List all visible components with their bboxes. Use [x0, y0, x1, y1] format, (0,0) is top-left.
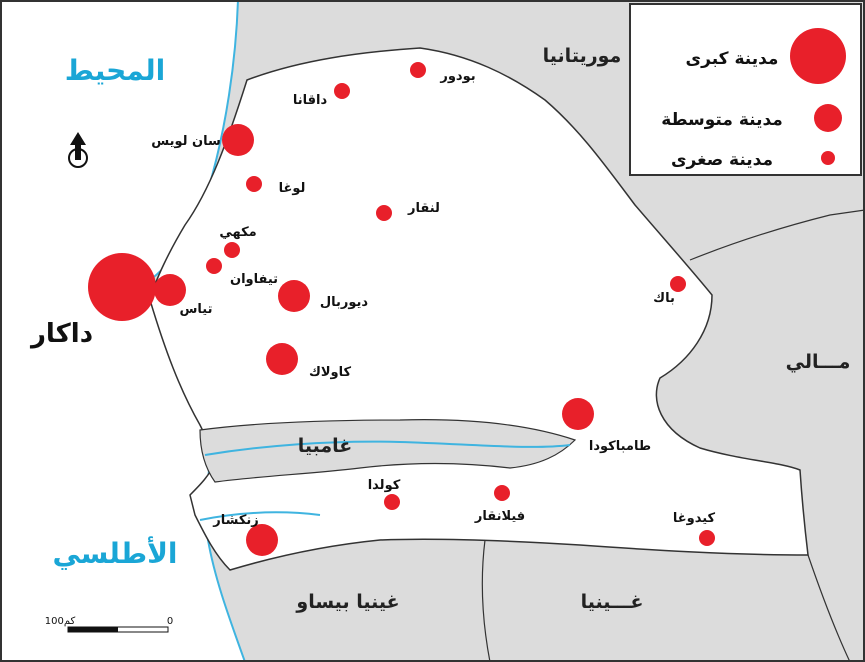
scale-bar: 100كم 0 [45, 616, 173, 633]
city-label-saint-louis: سان لويس [151, 134, 221, 149]
capital-label: داكار [29, 319, 93, 349]
country-label-guinea-bissau: غينيا بيساو [295, 591, 399, 613]
city-label-tivaouane: تيفاوان [230, 272, 278, 287]
city-dot-linguere[interactable] [376, 205, 392, 221]
legend-label-small: مدينة صغرى [671, 150, 773, 170]
city-dot-saint-louis[interactable] [222, 124, 254, 156]
city-dot-kaolack[interactable] [266, 343, 298, 375]
city-dot-mekhe[interactable] [224, 242, 240, 258]
city-label-louga: لوغا [279, 181, 306, 196]
ocean-label-1: المحيط [65, 54, 165, 87]
city-dot-dagana[interactable] [334, 83, 350, 99]
city-label-linguere: لنقار [407, 201, 440, 216]
city-label-mekhe: مكهي [219, 225, 256, 240]
city-dot-diourbel[interactable] [278, 280, 310, 312]
city-dot-ziguinchor[interactable] [246, 524, 278, 556]
city-label-diourbel: ديوربال [320, 295, 369, 310]
city-dot-louga[interactable] [246, 176, 262, 192]
country-label-mali: مـــالي [786, 351, 851, 373]
city-label-tambacounda: طامباكودا [589, 439, 651, 454]
legend: مدينة كبرى مدينة متوسطة مدينة صغرى [629, 3, 862, 176]
legend-dot-small [821, 151, 835, 165]
scale-zero-label: 0 [167, 616, 173, 627]
country-label-guinea: غـــينيا [581, 591, 644, 613]
city-label-thies: تياس [179, 302, 212, 317]
city-dot-bakel[interactable] [670, 276, 686, 292]
city-dot-kolda[interactable] [384, 494, 400, 510]
north-arrow-icon [68, 132, 88, 168]
city-dot-tivaouane[interactable] [206, 258, 222, 274]
city-dot-kedougou[interactable] [699, 530, 715, 546]
legend-label-large: مدينة كبرى [686, 49, 779, 69]
city-dot-dakar[interactable] [88, 253, 156, 321]
gambia-river [204, 440, 571, 456]
guinea-mali-border [807, 554, 851, 662]
mali-mauritania-border [689, 209, 865, 261]
cities-layer: سان لويس بودور داقانا لوغا لنقار مكهي تي… [88, 62, 716, 556]
city-dot-tambacounda[interactable] [562, 398, 594, 430]
guinea-bissau-border [481, 539, 491, 662]
atlantic-ocean [0, 0, 245, 662]
city-label-kedougou: كيدوغا [673, 511, 716, 526]
scale-max-label: 100كم [45, 616, 76, 627]
city-label-bakel: باك [653, 291, 675, 306]
casamance-river [199, 511, 321, 521]
city-label-podor: بودور [439, 69, 475, 84]
city-label-velingara: فيلانقار [474, 509, 525, 524]
city-dot-velingara[interactable] [494, 485, 510, 501]
city-dot-podor[interactable] [410, 62, 426, 78]
city-label-dagana: داقانا [293, 93, 328, 108]
country-label-gambia: غامبيا [298, 435, 353, 457]
legend-dot-large [790, 28, 846, 84]
city-dot-thies[interactable] [154, 274, 186, 306]
city-label-kolda: كولدا [368, 478, 401, 493]
city-label-kaolack: كاولاك [309, 365, 352, 380]
country-label-mauritania: موريتانيا [543, 45, 622, 67]
legend-label-medium: مدينة متوسطة [661, 110, 783, 130]
legend-dot-medium [814, 104, 842, 132]
ocean-label-2: الأطلسي [52, 536, 177, 570]
city-label-ziguinchor: زنكشار [212, 513, 259, 528]
gambia-territory [199, 419, 577, 483]
